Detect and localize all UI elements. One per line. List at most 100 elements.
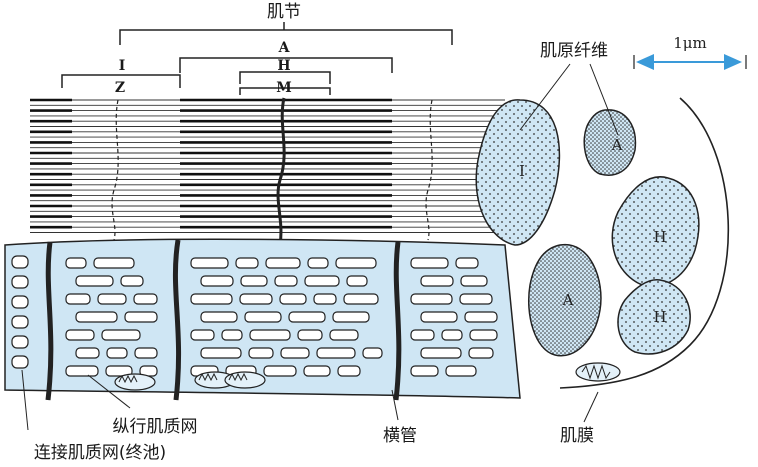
sr-tubule bbox=[221, 329, 243, 341]
cross-label-h-top: H bbox=[653, 228, 666, 246]
sr-tubule bbox=[120, 275, 144, 287]
sr-tubule bbox=[105, 365, 133, 377]
pointer-lines bbox=[21, 63, 619, 431]
sarcomere-bracket bbox=[119, 22, 453, 45]
sr-tubule bbox=[265, 257, 301, 269]
sr-tubule bbox=[274, 275, 298, 287]
sr-tubule bbox=[93, 257, 135, 269]
sr-tubule bbox=[304, 275, 340, 287]
sr-tubule bbox=[288, 311, 326, 323]
label-a-band: A bbox=[278, 40, 291, 56]
sr-tubule bbox=[101, 329, 141, 341]
sr-tubule bbox=[239, 293, 273, 305]
sr-tubule bbox=[313, 293, 337, 305]
label-z-line: Z bbox=[115, 80, 125, 96]
sr-tubule bbox=[190, 329, 215, 341]
sr-tubule bbox=[468, 347, 494, 359]
z-line-left bbox=[111, 99, 119, 241]
sr-tubule bbox=[445, 365, 477, 377]
sr-tubule bbox=[75, 275, 114, 287]
sr-tubule bbox=[190, 293, 233, 305]
label-i-band: I bbox=[119, 58, 126, 74]
sr-tubule bbox=[362, 347, 383, 359]
sr-tubule bbox=[459, 293, 493, 305]
sr-tubule bbox=[410, 257, 449, 269]
sr-tubule bbox=[335, 257, 377, 269]
cross-section-a-top bbox=[583, 109, 637, 176]
cross-label-i: I bbox=[519, 162, 525, 180]
sr-tubule bbox=[329, 329, 359, 341]
sr-tubule bbox=[65, 329, 95, 341]
label-terminal-cisterna: 连接肌质网(终池) bbox=[34, 443, 166, 463]
label-myofibril: 肌原纤维 bbox=[540, 41, 608, 61]
sr-tubule bbox=[11, 335, 29, 349]
sr-tubule bbox=[75, 347, 100, 359]
sr-tubule bbox=[11, 255, 29, 269]
sr-tubule bbox=[420, 275, 454, 287]
sr-tubule bbox=[263, 365, 297, 377]
label-scale: 1μm bbox=[673, 34, 707, 52]
sr-tubule bbox=[248, 347, 274, 359]
label-sarcomere: 肌节 bbox=[267, 2, 301, 22]
sr-tubule bbox=[441, 329, 463, 341]
cross-label-h-bottom: H bbox=[653, 308, 666, 326]
sr-tubule bbox=[97, 293, 127, 305]
sr-tubule bbox=[133, 293, 158, 305]
sr-tubule bbox=[11, 315, 29, 329]
sr-tubule bbox=[134, 347, 158, 359]
sr-tubule bbox=[249, 329, 291, 341]
sr-tubule bbox=[464, 311, 498, 323]
sr-tubule bbox=[410, 365, 439, 377]
label-h-zone: H bbox=[277, 58, 290, 74]
sr-tubule bbox=[420, 311, 458, 323]
sr-tubule bbox=[75, 311, 118, 323]
sr-tubule bbox=[235, 257, 259, 269]
sr-tubule bbox=[280, 347, 310, 359]
label-t-tubule: 横管 bbox=[383, 426, 417, 446]
sarcoplasmic-reticulum bbox=[4, 238, 521, 401]
sr-tubule bbox=[200, 275, 234, 287]
sr-tubule bbox=[200, 347, 242, 359]
sr-tubule bbox=[65, 257, 87, 269]
sr-tubule bbox=[106, 347, 128, 359]
sr-tubule bbox=[307, 257, 329, 269]
h-zone-bracket bbox=[239, 71, 331, 84]
striated-myofibril bbox=[30, 95, 510, 246]
cross-section-i bbox=[475, 99, 561, 246]
sr-tubule bbox=[240, 275, 268, 287]
sr-tubule bbox=[303, 365, 331, 377]
sr-tubule bbox=[279, 293, 307, 305]
z-line-right bbox=[425, 99, 433, 241]
sr-tubule bbox=[410, 329, 435, 341]
sr-tubule bbox=[200, 311, 238, 323]
sr-tubule bbox=[65, 293, 91, 305]
sr-tubule bbox=[297, 329, 323, 341]
sr-tubule bbox=[469, 329, 498, 341]
mitochondrion bbox=[224, 371, 266, 389]
sr-tubule bbox=[343, 293, 379, 305]
sr-tubule bbox=[332, 311, 370, 323]
sr-tubule bbox=[455, 257, 479, 269]
cross-label-a-bottom: A bbox=[562, 291, 574, 309]
label-longitudinal-sr: 纵行肌质网 bbox=[113, 417, 198, 437]
sr-tubule bbox=[11, 355, 29, 369]
cross-section-h-top bbox=[611, 176, 700, 288]
mitochondrion-cristae bbox=[228, 372, 248, 382]
a-band-bracket bbox=[179, 57, 393, 73]
scale-bar bbox=[633, 54, 747, 70]
mitochondrion-cristae bbox=[118, 374, 138, 384]
sr-tubule bbox=[316, 347, 356, 359]
cross-section-a-bottom bbox=[528, 243, 602, 357]
cross-label-a-top: A bbox=[611, 136, 623, 154]
i-band-bracket bbox=[61, 74, 181, 88]
sr-tubule bbox=[65, 365, 99, 377]
sr-tubule bbox=[460, 275, 488, 287]
label-m-line: M bbox=[276, 80, 292, 96]
sr-tubule bbox=[11, 295, 29, 309]
m-line-bracket bbox=[239, 87, 331, 100]
sr-tubule bbox=[337, 365, 361, 377]
mitochondrion-cristae bbox=[198, 372, 218, 382]
cross-section-h-bottom bbox=[617, 279, 691, 355]
